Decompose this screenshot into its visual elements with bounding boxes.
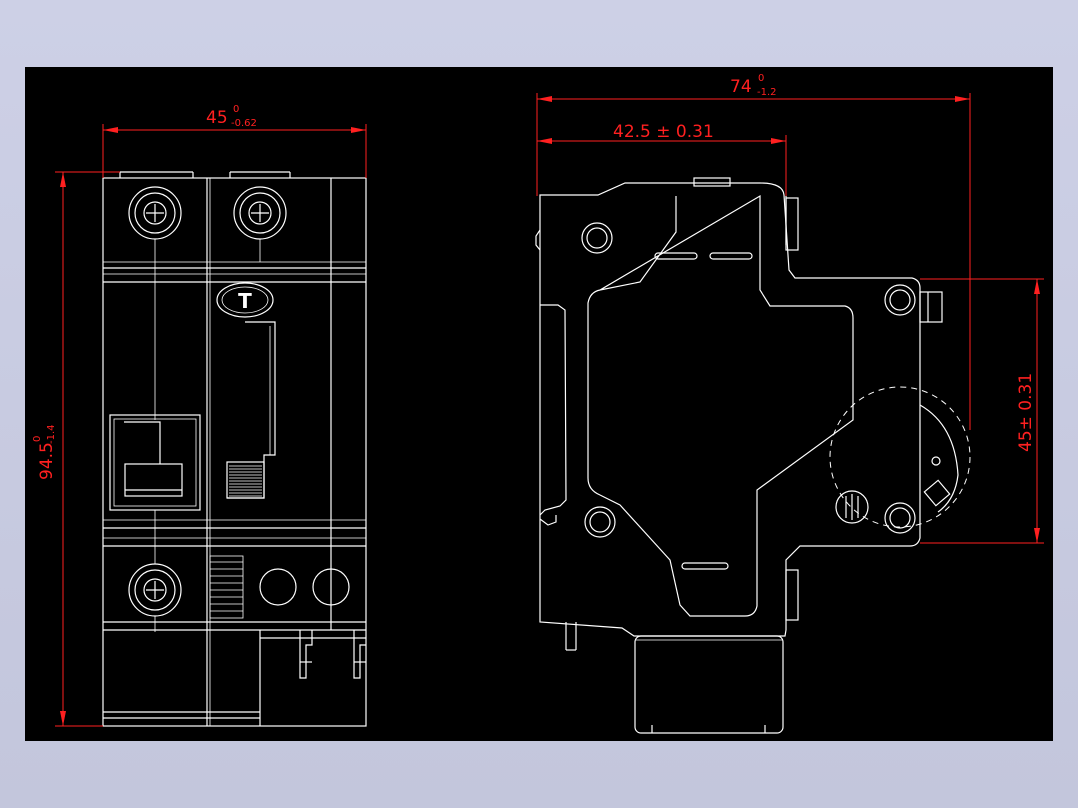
front-height-tol-lower: -1.4: [46, 424, 57, 444]
test-slot: [226, 321, 276, 499]
top-left-terminal-screw: [128, 186, 182, 420]
logo-badge: T: [216, 282, 274, 318]
side-height-value: 45± 0.31: [1016, 373, 1036, 452]
front-height-tol-upper: 0: [32, 436, 43, 442]
bottom-left-terminal-screw: [128, 510, 182, 632]
front-outline: [102, 177, 367, 727]
dimensions: 45 0 -0.62 94.5 0 -1.4 74 0 -1.2 42.5 ± …: [32, 73, 1044, 727]
front-view: T: [102, 171, 367, 727]
bottom-pins: [260, 630, 366, 679]
side-outline: [539, 182, 921, 637]
bottom-indicator-grid: [209, 555, 244, 619]
front-width-tol-upper: 0: [233, 104, 239, 115]
side-width-value: 74: [730, 77, 752, 97]
front-height-value: 94.5: [37, 442, 57, 480]
bottom-block: [634, 635, 784, 734]
side-view: [535, 177, 971, 734]
side-depth-value: 42.5 ± 0.31: [613, 122, 714, 142]
din-rail-clip: [535, 229, 567, 526]
logo-letter: T: [238, 289, 252, 313]
inner-cavity: [587, 194, 854, 617]
rotary-dial: [829, 386, 971, 528]
front-width-tol-lower: -0.62: [231, 118, 257, 129]
bottom-indicator-holes: [259, 568, 350, 606]
side-width-tol-upper: 0: [758, 73, 764, 84]
toggle-lever: [109, 414, 201, 511]
front-width-value: 45: [206, 108, 228, 128]
top-right-terminal-screw: [233, 186, 287, 262]
drawing-canvas: T: [25, 67, 1053, 741]
cad-drawing: T: [32, 73, 1044, 734]
side-width-tol-lower: -1.2: [757, 87, 777, 98]
